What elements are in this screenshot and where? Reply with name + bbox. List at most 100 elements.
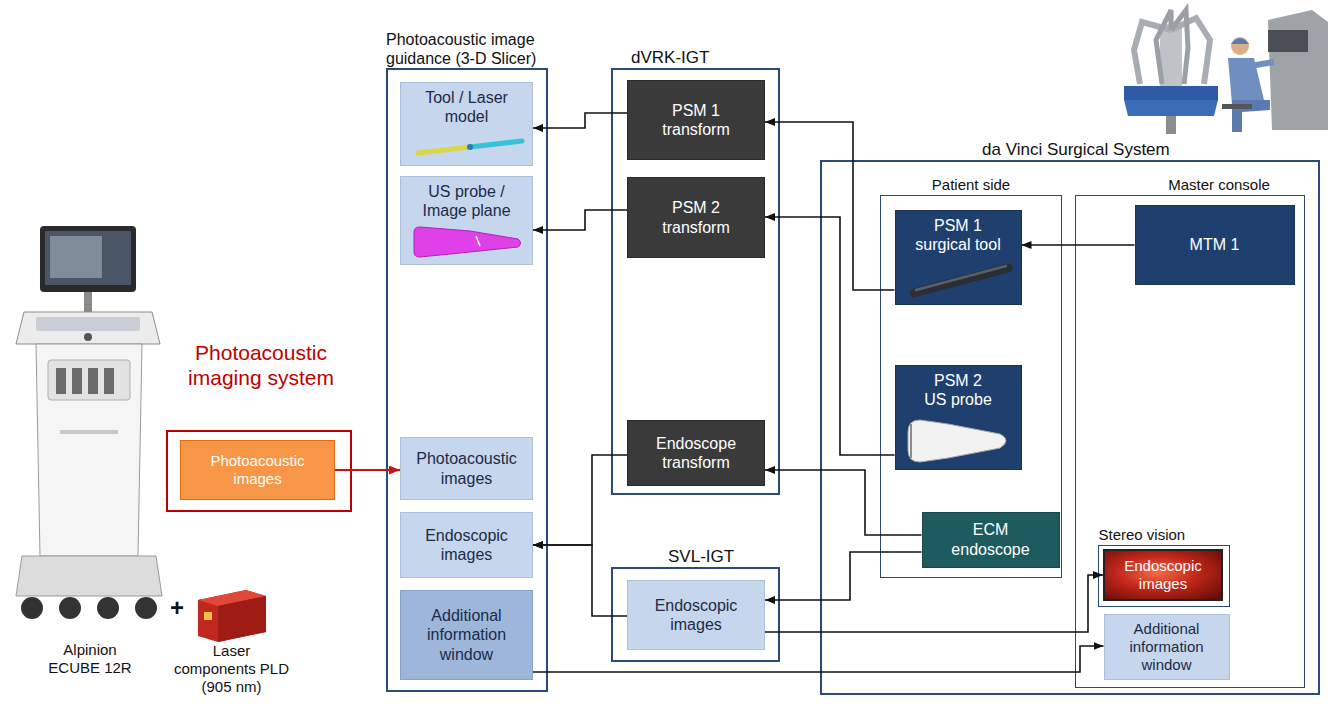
node-heading: Patient side [881,176,1061,194]
connector-arrow [533,113,627,128]
node-label: Endoscope transform [651,434,741,472]
table-drape [1124,86,1218,100]
screen-image [50,236,102,278]
monitor-arm [84,292,92,312]
wheel [135,597,157,619]
tool-tip [467,144,473,150]
node-label: MTM 1 [1190,235,1240,254]
data-box: Photoacoustic images [400,437,533,500]
surgeon-cap [1231,38,1249,44]
connector-arrow [335,469,400,471]
wheel [97,597,119,619]
node-heading: SVL-IGT [668,547,778,567]
tool-shaft [418,147,470,153]
node-label: PSM 2 transform [651,198,741,236]
node-heading: da Vinci Surgical System [982,140,1242,160]
data-box: Tool / Laser model [400,82,533,166]
surgeon-chair [1222,104,1252,109]
node-label: ECM endoscope [943,520,1038,558]
node-heading: Master console [1136,176,1302,194]
node-label: Tool / Laser model [413,88,521,126]
system-frame: Photoacoustic imagesPhotoacoustic imagin… [166,430,352,512]
connector-arrow [765,575,1103,632]
surgeon-arm [1250,62,1274,66]
endoscope-view: Endoscopic images [1103,549,1223,601]
node-label: PSM 2 US probe [923,371,994,409]
probe [88,368,98,394]
node-label: Endoscopic images [407,526,526,564]
node-heading: Photoacoustic imaging system [166,340,356,390]
node-heading: Photoacoustic image guidance (3-D Slicer… [386,30,586,68]
probe-body [908,420,1006,462]
keyboard [36,317,140,331]
machine-body [36,344,142,556]
group-frame: Endoscopic imagesStereo vision [1098,545,1230,607]
connector-arrow [765,217,895,455]
module-frame: PSM 1 transformPSM 2 transformEndoscope … [611,68,780,495]
table-leg [1166,116,1176,134]
data-box: Additional information window [1104,614,1230,680]
module-frame: Endoscopic imagesSVL-IGT [611,567,780,662]
node-label: Photoacoustic images [198,452,318,488]
connector-arrow [533,210,627,230]
connector-arrow [533,646,1104,672]
transform-box: PSM 1 transform [627,80,765,160]
drape-side [1124,100,1218,116]
control-panel [16,312,160,344]
tool-highlight [916,266,1006,290]
surgeon-legs [1232,100,1270,132]
connector-arrow [765,470,922,535]
probe [72,368,82,394]
body-trim [60,430,118,434]
transform-box: PSM 2 transform [627,177,765,258]
us-probe [908,420,1006,462]
robot-part-box: PSM 2 US probe [895,365,1022,470]
connector-arrow [533,455,627,545]
surgical-tool [914,266,1008,293]
laser-beam [470,141,522,147]
wheel [21,597,43,619]
robot-arm [1171,10,1188,84]
probe-face [910,424,912,458]
node-label: Photoacoustic images [407,449,526,487]
node-label: Endoscopic images [1111,557,1215,593]
laser-side [218,596,266,642]
data-box: Endoscopic images [400,512,533,578]
data-box: US probe / Image plane [400,176,533,265]
robot-part-box: MTM 1 [1135,205,1295,285]
robot-arm [1156,10,1171,84]
group-frame: MTM 1Endoscopic imagesStereo visionAddit… [1075,195,1305,688]
probe-shape [414,227,521,257]
probe-mark [476,236,480,246]
da-vinci-photo [1124,10,1328,134]
monitor-screen [45,231,131,285]
node-label: Additional information window [1111,620,1223,674]
node-heading: Stereo vision [1099,526,1229,544]
surgeon-body [1228,58,1264,104]
laser-module [198,590,266,642]
monitor-frame [40,226,136,292]
node-heading: dVRK-IGT [631,48,771,68]
robot-arm [1134,22,1171,84]
endoscope-box: ECM endoscope [922,512,1060,568]
robot-arm [1171,18,1210,84]
connector-arrow [533,545,627,616]
tool-rod [914,268,1008,293]
node-label: Endoscopic images [634,596,758,634]
node-label: PSM 1 surgical tool [911,216,1006,254]
connector-arrow [1022,244,1135,246]
surgeon-console [1268,10,1328,130]
data-box: Endoscopic images [627,580,765,650]
transform-box: Endoscope transform [627,420,765,486]
console-viewer [1268,30,1308,52]
connector-arrow [765,122,895,290]
ultrasound-machine [16,226,162,619]
patient-cart [1160,24,1182,86]
laser-top [198,590,266,606]
group-frame: PSM 1 surgical toolPSM 2 US probeECM end… [880,195,1062,578]
plus-sign: + [164,594,190,623]
probe-holder [48,360,130,400]
wheel [59,597,81,619]
robot-part-box: PSM 1 surgical tool [895,210,1022,305]
probe-model [414,227,521,257]
